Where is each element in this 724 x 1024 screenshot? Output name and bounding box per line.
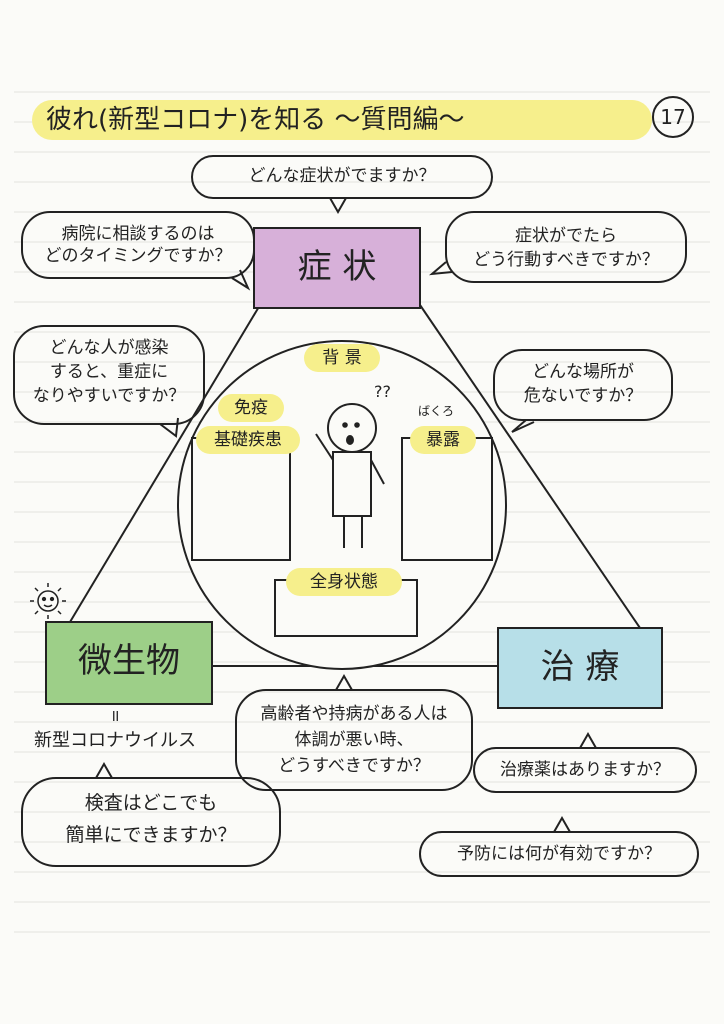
equals-mark: ॥ (110, 706, 120, 725)
exposure-ruby: ばくろ (418, 404, 455, 418)
symptom-box-shape (253, 227, 421, 309)
bubble-top-right (445, 211, 687, 283)
bubble-right-2-tail (553, 815, 571, 833)
general-condition-label: 全身状態 (286, 568, 402, 596)
exposure-label: 暴露 (410, 426, 476, 454)
bubble-right-tail (511, 419, 535, 433)
person-arm-left (315, 433, 334, 461)
question-top-right-line1: 症状がでたら (515, 226, 617, 246)
person-eye-left (342, 422, 348, 428)
person-head (327, 403, 377, 453)
bubble-right (493, 349, 673, 421)
bubble-top-left-tail (231, 269, 251, 291)
question-top-left-line2: どのタイミングですか？ (44, 246, 232, 266)
triangle-edge-left (69, 304, 261, 623)
bubble-top-left (21, 211, 255, 279)
treatment-box-shape (497, 627, 663, 709)
question-top-right-line2: どう行動すべきですか？ (473, 250, 659, 270)
stick-person (315, 403, 385, 548)
bubble-right-1-tail (579, 731, 597, 749)
bubble-middle-tail (335, 673, 353, 691)
bubble-top-right-tail (428, 261, 453, 276)
bubble-bottom-left (21, 777, 281, 867)
person-eye-right (354, 422, 360, 428)
bubble-left (13, 325, 205, 425)
page-number: 17 (652, 96, 694, 138)
triangle-edge-right (419, 304, 641, 629)
question-middle-line3: どうすべきですか？ (278, 756, 430, 776)
bubble-middle (235, 689, 473, 791)
question-top-left-line1: 病院に相談するのは (61, 224, 215, 244)
person-mouth (346, 435, 354, 445)
virus-icon (30, 583, 66, 619)
question-middle-line1: 高齢者や持病がある人は (260, 704, 448, 724)
bubble-top-tail (329, 197, 347, 215)
question-left-line3: なりやすいですか？ (32, 386, 186, 406)
question-right-line1: どんな場所が (532, 362, 634, 382)
question-left-line1: どんな人が感染 (49, 338, 169, 358)
microbe-box-label: 微生物 (78, 641, 180, 681)
question-right-2: 予防には何が有効ですか？ (457, 844, 661, 864)
treatment-box-label: 治 療 (540, 647, 620, 687)
bubble-right-1 (473, 747, 697, 793)
background-label: 背 景 (304, 344, 380, 372)
question-top: どんな症状がでますか？ (248, 166, 436, 186)
microbe-box-shape (45, 621, 213, 705)
bubble-left-tail (159, 417, 179, 438)
question-left-line2: すると、重症に (49, 362, 169, 382)
bubble-bottom-left-tail (95, 761, 113, 779)
virus-name-label: 新型コロナウイルス (34, 730, 196, 751)
question-right-line2: 危ないですか？ (523, 386, 643, 406)
question-marks: ?? (374, 382, 391, 401)
symptom-box-label: 症 状 (297, 247, 377, 287)
underlying-disease-label: 基礎疾患 (196, 426, 300, 454)
question-right-1: 治療薬はありますか？ (500, 760, 670, 780)
immunity-label: 免疫 (218, 394, 284, 422)
background-circle (177, 340, 507, 670)
person-arm-right (370, 459, 385, 485)
page-title: 彼れ(新型コロナ)を知る 〜質問編〜 (32, 100, 652, 140)
question-bottom-left-line1: 検査はどこでも (84, 792, 218, 814)
question-middle-line2: 体調が悪い時、 (294, 730, 414, 750)
person-body (332, 451, 372, 517)
question-bottom-left-line2: 簡単にできますか？ (65, 824, 237, 846)
bubble-top (191, 155, 493, 199)
bubble-right-2 (419, 831, 699, 877)
